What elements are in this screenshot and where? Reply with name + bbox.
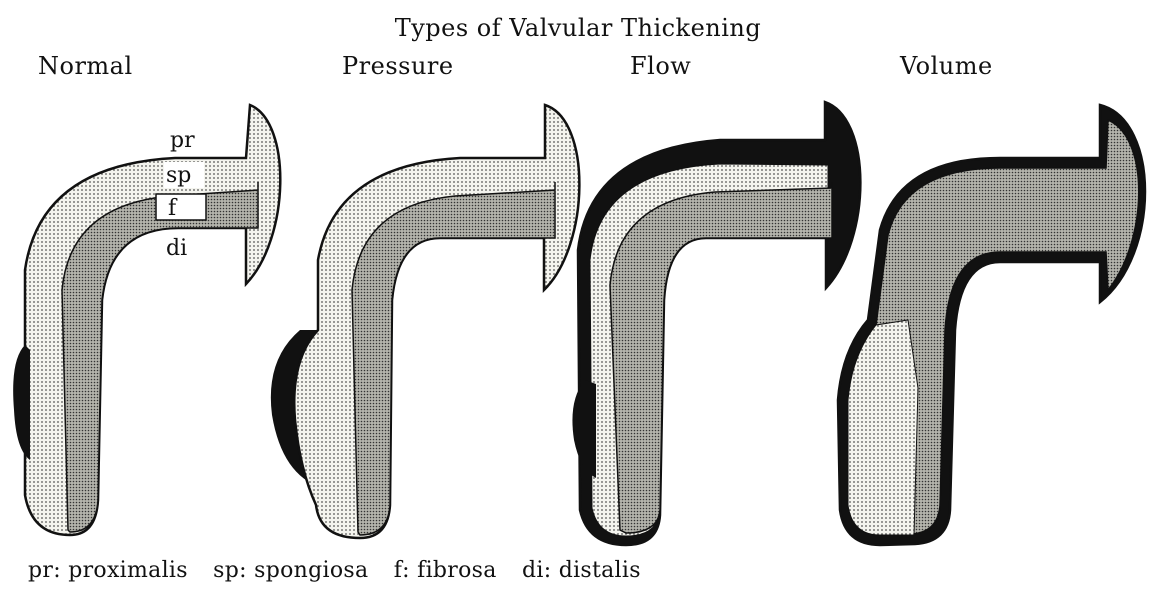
legend-item-proximalis: pr: proximalis <box>28 558 188 583</box>
legend-item-spongiosa: sp: spongiosa <box>213 558 368 583</box>
flow-fibrosa-layer <box>610 182 832 533</box>
normal-distalis-bulge <box>13 345 30 460</box>
valve-volume <box>838 105 1145 545</box>
valve-normal: pr sp f di <box>13 105 280 535</box>
valve-flow <box>572 102 860 545</box>
di-label: di <box>166 236 187 261</box>
f-label-box <box>156 194 206 220</box>
valve-pressure <box>271 105 580 538</box>
sp-label: sp <box>166 163 191 188</box>
flow-distalis-bulge <box>572 380 596 478</box>
pressure-outer-shape <box>294 105 579 538</box>
legend-item-distalis: di: distalis <box>522 558 641 583</box>
pressure-fibrosa-layer <box>352 182 555 535</box>
pr-label: pr <box>170 128 195 153</box>
normal-fibrosa-layer <box>62 182 258 532</box>
legend: pr: proximalis sp: spongiosa f: fibrosa … <box>28 558 659 583</box>
legend-item-fibrosa: f: fibrosa <box>394 558 497 583</box>
